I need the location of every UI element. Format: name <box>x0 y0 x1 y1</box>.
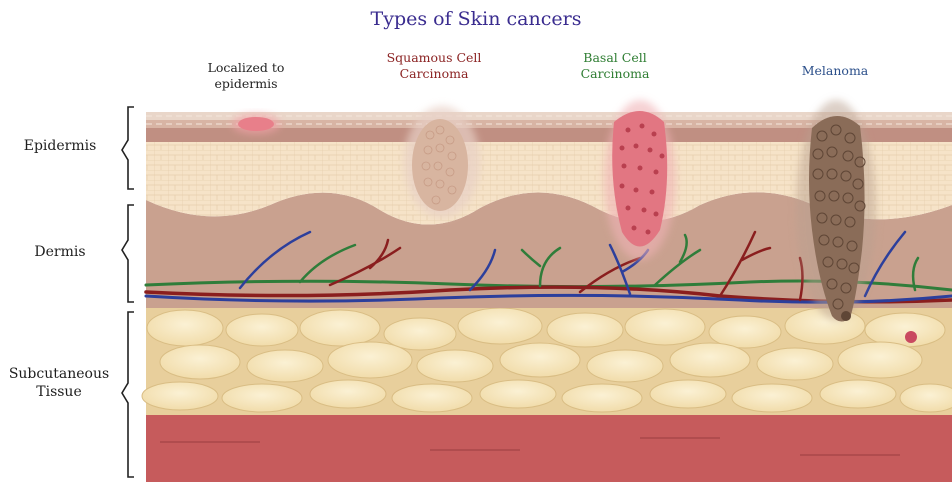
localized-lesion <box>232 114 280 134</box>
basal-tumor <box>604 100 676 260</box>
melanoma-metastasis-cell <box>905 331 917 343</box>
epidermis-bracket <box>122 107 134 189</box>
melanoma-tumor <box>796 100 876 322</box>
muscle-layer <box>146 410 952 482</box>
squamous-tumor <box>404 106 480 218</box>
subcutaneous-bracket <box>122 312 134 477</box>
dermis-bracket <box>122 205 134 302</box>
layer-brackets <box>122 107 134 477</box>
